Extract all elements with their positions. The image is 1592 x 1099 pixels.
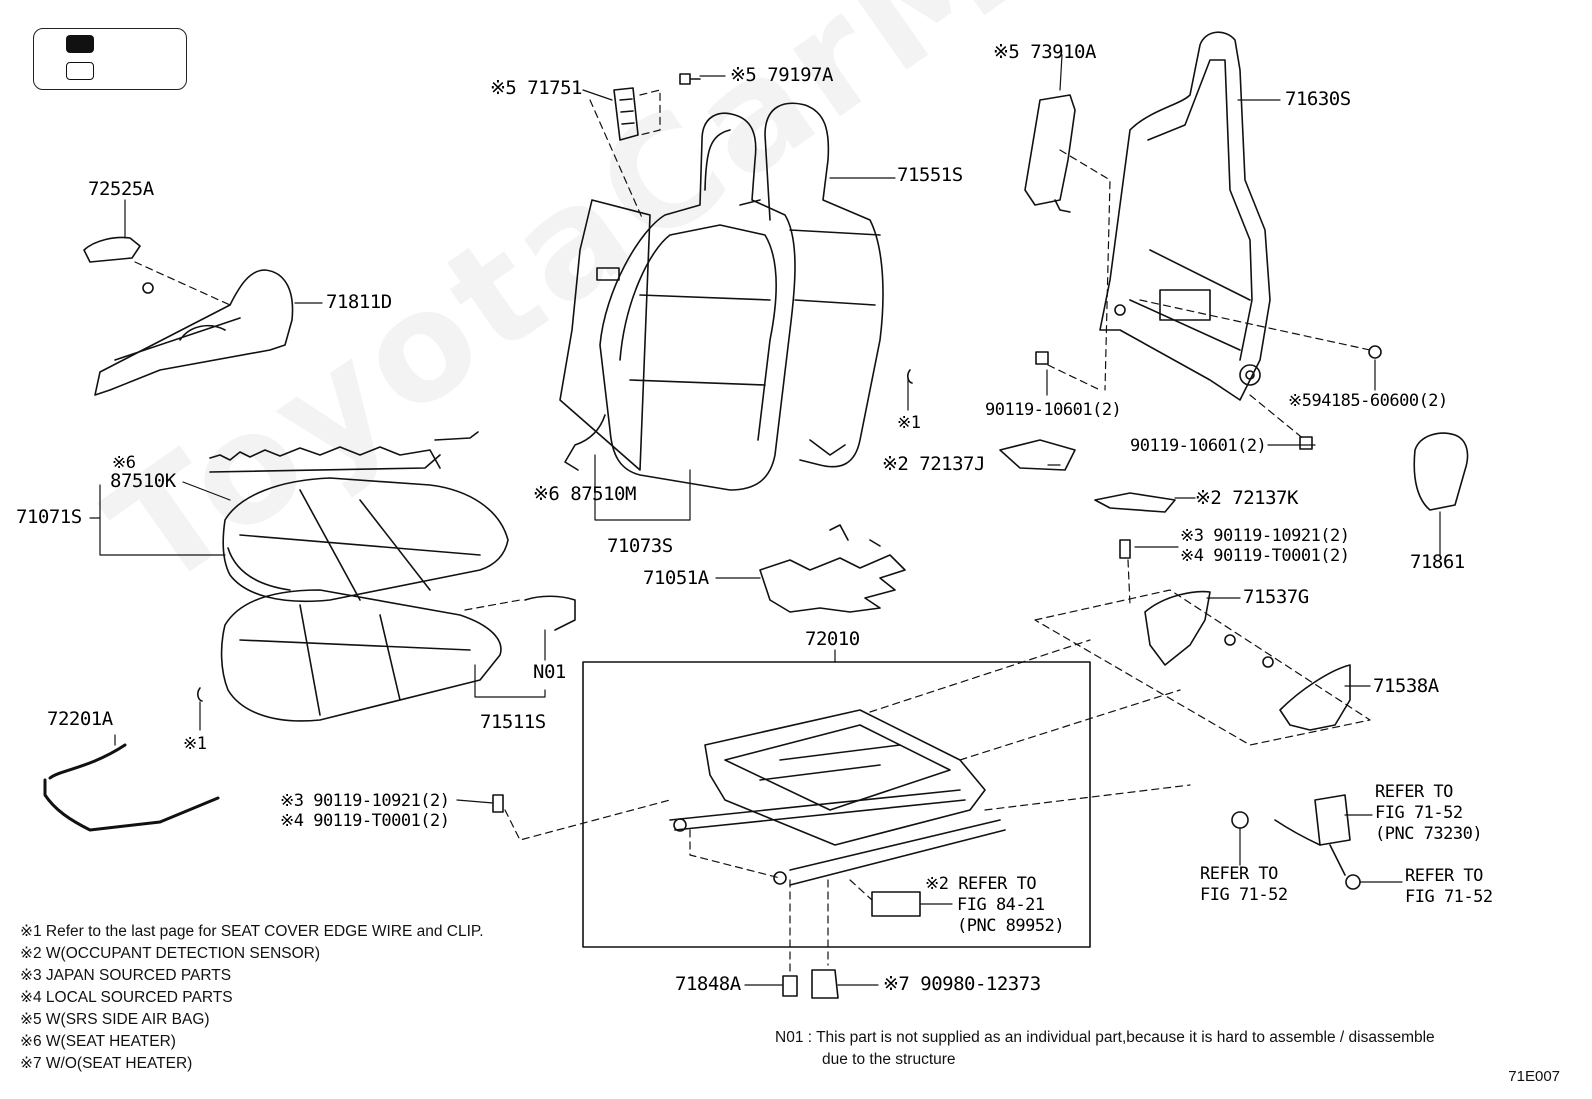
legend-filled-swatch [66,35,94,53]
legend-box [33,28,187,90]
footnote-6: ※6 W(SEAT HEATER) [20,1033,176,1050]
label-71848A: 71848A [675,973,741,995]
connector-90980 [811,969,839,999]
label-90119-10921-a: ※3 90119-10921(2) [1180,526,1350,546]
nut [1368,345,1382,359]
label-refer-left-2: FIG 71-52 [1200,885,1288,905]
label-90119-10601-b: 90119-10601(2) [1130,436,1267,456]
label-94185-60600: ※594185-60600(2) [1288,391,1448,411]
screw [142,282,154,294]
label-72010: 72010 [805,628,860,650]
label-90119-10921-b: ※3 90119-10921(2) [280,791,450,811]
label-87510K: 87510K [110,470,176,492]
heater-mat-87510K [209,446,441,469]
cover-71537G [1144,590,1211,666]
label-N01: N01 [533,661,566,683]
bolt [1035,351,1049,365]
label-71630S: 71630S [1285,88,1351,110]
footnote-5: ※5 W(SRS SIDE AIR BAG) [20,1011,210,1028]
sensor-wire [524,595,576,631]
figure-id: 71E007 [1508,1068,1560,1085]
seat-cushion-cover-drawing [222,477,509,603]
label-71538A: 71538A [1373,675,1439,697]
label-90119-T0001-a: ※4 90119-T0001(2) [1180,546,1350,566]
label-refer-84-1: ※2 REFER TO [925,874,1037,894]
sensor-72137J [999,439,1076,471]
label-71511S: 71511S [480,711,546,733]
screw [1224,634,1236,646]
leader-lines [89,54,1441,986]
seatback-cover-drawing [599,102,884,491]
label-71861: 71861 [1410,551,1465,573]
label-refer-right-1: REFER TO [1405,866,1483,886]
cap-71848A [782,975,798,997]
label-87510M: ※6 87510M [533,483,636,505]
connector-84-21 [871,891,921,917]
grommet [1231,811,1249,829]
seat-belt-buckle [1314,794,1351,846]
n01-note-line2: due to the structure [822,1051,956,1068]
label-72137K: ※2 72137K [1195,487,1298,509]
label-71551S: 71551S [897,164,963,186]
airbag-73910A [1024,94,1076,206]
edge-wire-72201A [43,743,220,832]
seatback-frame-drawing [1099,31,1271,401]
footnote-4: ※4 LOCAL SOURCED PARTS [20,989,233,1006]
cover-71538A [1279,664,1351,731]
cover-72525A [83,236,141,263]
label-73910A: ※5 73910A [993,41,1096,63]
label-refer-left-1: REFER TO [1200,864,1278,884]
label-refer-84-2: FIG 84-21 [957,895,1045,915]
cover-71861 [1413,432,1469,511]
seatback-board-drawing [559,199,651,471]
label-refer-belt-2: FIG 71-52 [1375,803,1463,823]
nut [1345,874,1361,890]
label-71537G: 71537G [1243,586,1309,608]
seat-adjuster-drawing [669,709,1006,886]
label-79197A: ※5 79197A [730,64,833,86]
shield-71811D [94,269,294,396]
footnote-1: ※1 Refer to the last page for SEAT COVER… [20,923,484,940]
footnote-3: ※3 JAPAN SOURCED PARTS [20,967,232,984]
bolt-79197A [679,73,701,85]
spring-71051A [759,554,906,613]
bolt [1299,436,1313,450]
label-72137J: ※2 72137J [882,453,985,475]
bracket-71751 [613,87,639,141]
footnote-7: ※7 W/O(SEAT HEATER) [20,1055,193,1072]
footnote-2: ※2 W(OCCUPANT DETECTION SENSOR) [20,945,321,962]
label-refer-84-3: (PNC 89952) [957,916,1065,936]
label-90119-10601-a: 90119-10601(2) [985,400,1122,420]
adjuster-box [582,661,1091,948]
sensor-72137K [1094,492,1176,513]
legend-open-swatch [66,62,94,80]
heater-wire [564,414,606,471]
label-71071S: 71071S [16,506,82,528]
label-clip-note-bottom: ※1 [183,734,207,754]
label-71751: ※5 71751 [490,77,583,99]
label-refer-belt-1: REFER TO [1375,782,1453,802]
seat-cushion-pad-drawing [220,589,502,722]
label-90119-T0001-b: ※4 90119-T0001(2) [280,811,450,831]
clip-1-bottom [197,687,203,702]
label-72201A: 72201A [47,708,113,730]
bolt [492,794,504,813]
label-90980-12373: ※7 90980-12373 [883,973,1041,995]
label-72525A: 72525A [88,178,154,200]
assembly-lines [134,89,1371,976]
label-clip-note-top: ※1 [897,413,921,433]
label-71051A: 71051A [643,567,709,589]
screw [1262,656,1274,668]
board-slot [596,267,620,281]
bolt [1119,539,1131,559]
n01-note-line1: N01 : This part is not supplied as an in… [775,1029,1435,1046]
label-refer-belt-3: (PNC 73230) [1375,824,1483,844]
label-87510K-mark: ※6 [112,453,136,473]
label-71811D: 71811D [326,291,392,313]
label-refer-right-2: FIG 71-52 [1405,887,1493,907]
label-71073S: 71073S [607,535,673,557]
